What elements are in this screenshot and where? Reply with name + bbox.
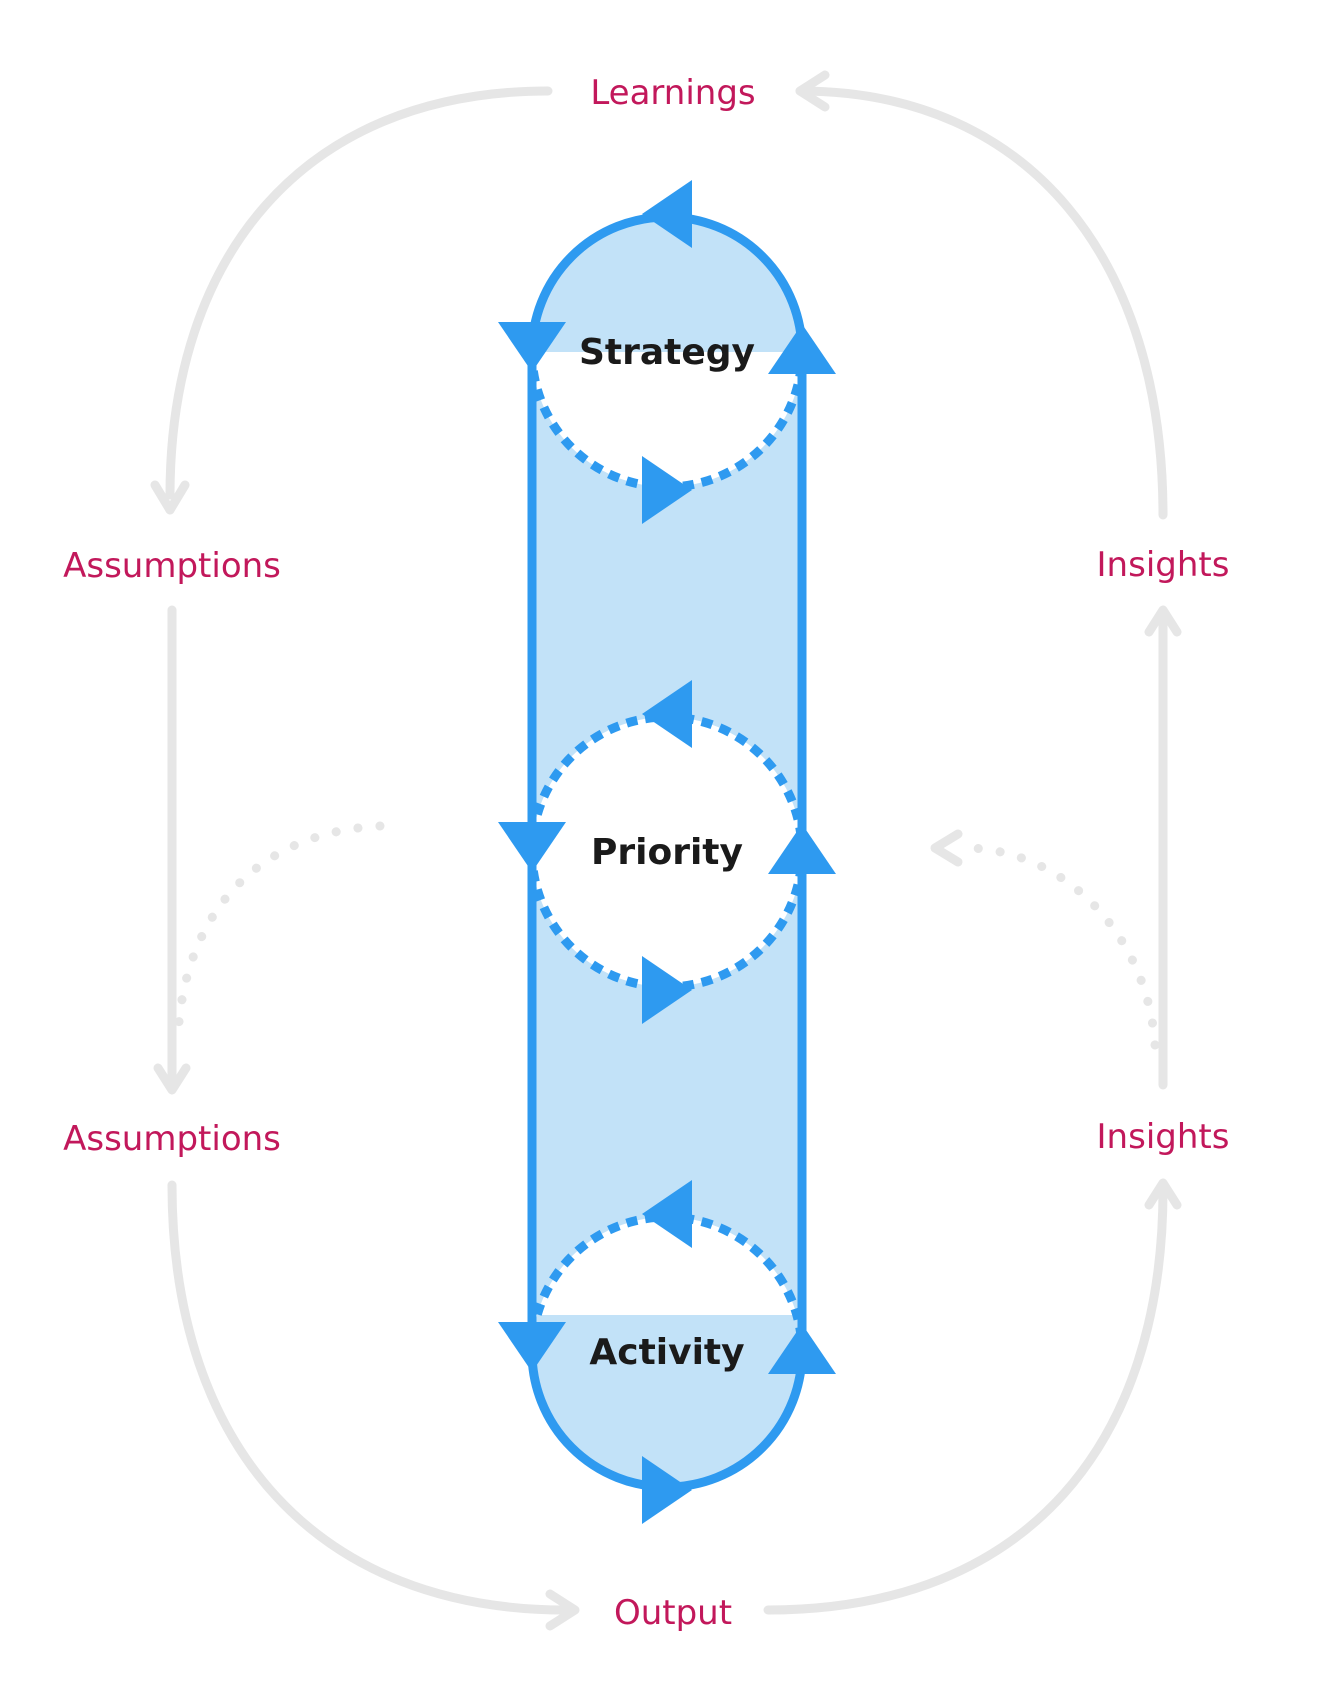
central-band — [498, 180, 836, 1524]
dotted-arc-left — [173, 821, 385, 1040]
arrow-up-priority — [768, 824, 836, 874]
label-insights-upper: Insights — [1097, 545, 1230, 585]
arrow-head-assumptions-upper — [150, 480, 190, 515]
label-assumptions-lower: Assumptions — [63, 1119, 281, 1159]
arrow-head-assumptions-lower — [153, 1063, 191, 1095]
outer-loop — [150, 70, 1182, 1631]
arc-assumptions-to-output — [167, 1180, 570, 1615]
arc-insights-to-learnings — [795, 86, 1168, 520]
arrow-left-strategy-top — [642, 180, 692, 248]
node-activity: Activity — [589, 1332, 744, 1373]
arrow-right-activity-bottom — [642, 1456, 692, 1524]
band-fill — [532, 217, 802, 1487]
node-strategy: Strategy — [579, 332, 755, 373]
arrow-down-activity — [498, 1322, 566, 1372]
arrow-head-learnings — [795, 70, 830, 112]
arrow-down-priority — [498, 822, 566, 872]
arrow-right-strategy-bottom — [642, 456, 692, 524]
arc-output-to-insights — [763, 1185, 1168, 1615]
label-insights-lower: Insights — [1097, 1117, 1230, 1157]
label-assumptions-upper: Assumptions — [63, 546, 281, 586]
arrow-up-strategy — [768, 324, 836, 374]
label-output: Output — [614, 1593, 732, 1633]
node-priority: Priority — [591, 832, 743, 873]
arrow-up-activity — [768, 1324, 836, 1374]
arrow-head-insights-lower — [1144, 1178, 1182, 1210]
arrow-down-strategy — [498, 322, 566, 372]
arrow-head-insights-upper — [1144, 605, 1182, 637]
arrow-head-output — [545, 1589, 580, 1631]
arc-learnings-to-assumptions — [165, 86, 553, 500]
dotted-arc-right — [965, 843, 1160, 1050]
arrow-left-activity-top — [642, 1180, 692, 1248]
arrow-left-priority-top — [642, 680, 692, 748]
label-learnings: Learnings — [590, 73, 755, 113]
arrow-right-priority-bottom — [642, 956, 692, 1024]
arrow-head-dotted-right — [930, 829, 963, 867]
